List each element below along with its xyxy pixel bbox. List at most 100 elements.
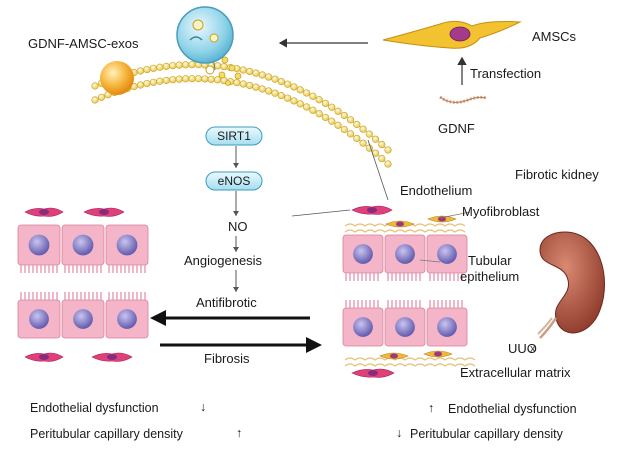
lipid-head — [277, 78, 285, 86]
antifibrotic-label: Antifibrotic — [196, 295, 257, 310]
tubular-nucleus — [29, 309, 49, 329]
tubular-nucleus — [73, 309, 93, 329]
lipid-head — [384, 160, 392, 168]
lipid-head — [258, 85, 266, 93]
lipid-head — [91, 96, 99, 104]
lipid-head — [175, 61, 183, 69]
lipid-head — [220, 63, 228, 71]
lipid-head — [182, 75, 190, 83]
exosome-label: GDNF-AMSC-exos — [28, 36, 139, 51]
lipid-head — [378, 154, 386, 163]
lipid-head — [290, 83, 298, 91]
cell-membrane — [91, 61, 392, 168]
endothelial-nucleus — [39, 209, 49, 215]
enos-pill — [205, 171, 263, 191]
uuo-ligation-mark: x — [530, 343, 536, 355]
lipid-head — [169, 62, 177, 70]
lipid-head — [284, 80, 292, 88]
lipid-head — [365, 130, 373, 138]
lipid-head — [378, 140, 386, 149]
lipid-head — [207, 75, 215, 83]
lipid-head — [175, 75, 183, 83]
myofibroblast-nucleus — [396, 221, 404, 227]
lipid-head — [182, 61, 190, 69]
lipid-head — [143, 79, 151, 88]
transfection-label: Transfection — [470, 66, 542, 81]
lipid-head — [346, 116, 355, 124]
tubular-nucleus — [437, 317, 457, 337]
endothelial-nucleus — [99, 209, 109, 215]
enos-label: eNOS — [217, 174, 251, 188]
lipid-head — [384, 146, 392, 154]
arrow-fibrosis — [160, 337, 322, 353]
lipid-head — [239, 80, 247, 88]
lipid-head — [309, 92, 317, 100]
label-leaders — [419, 211, 471, 263]
lipid-head — [265, 87, 273, 95]
lipid-head — [188, 75, 196, 83]
lipid-head — [315, 110, 323, 118]
lipid-head — [156, 63, 164, 71]
lipid-head — [143, 65, 151, 74]
lipid-head — [296, 100, 304, 108]
lipid-head — [214, 62, 222, 70]
right-density-arrow: ↓ — [396, 426, 403, 440]
lipid-head — [271, 75, 279, 83]
angiogenesis-label: Angiogenesis — [184, 253, 263, 268]
lipid-head — [252, 83, 260, 91]
orange-vesicle — [100, 61, 134, 95]
lipid-head — [149, 78, 158, 86]
lipid-head — [296, 86, 304, 94]
amscs-label: AMSCs — [532, 29, 577, 44]
lipid-head — [334, 107, 342, 115]
lipid-head — [328, 103, 336, 111]
right-dysfunction-text: Endothelial dysfunction — [448, 402, 577, 416]
tubular-nucleus — [395, 244, 415, 264]
gdnf-label: GDNF — [438, 121, 475, 136]
extracellular-matrix-fiber — [344, 229, 466, 233]
lipid-head — [359, 139, 367, 147]
lipid-head — [303, 103, 311, 111]
myofibroblast-label: Myofibroblast — [462, 204, 540, 219]
lipid-head — [371, 135, 380, 143]
tubular-nucleus — [116, 234, 138, 256]
lipid-head — [252, 69, 260, 77]
lipid-head — [258, 71, 266, 79]
lipid-head — [162, 76, 170, 84]
lipid-head — [201, 75, 209, 83]
lipid-head — [136, 81, 145, 89]
tubular-nucleus — [72, 234, 94, 256]
extracellular-matrix-fiber — [344, 363, 476, 367]
tubular-nucleus — [437, 244, 457, 264]
extracellular-matrix-fiber — [344, 357, 476, 361]
tubular-label-line2: epithelium — [460, 269, 520, 284]
lipid-head — [353, 120, 361, 129]
released-vesicles — [218, 56, 242, 86]
lipid-head — [359, 125, 367, 133]
tubular-nucleus — [353, 244, 373, 264]
left-density-text: Peritubular capillary density — [30, 427, 183, 441]
tubular-nucleus — [28, 234, 50, 256]
arrow-antifibrotic — [150, 310, 310, 326]
lipid-head — [340, 125, 348, 134]
lipid-head — [346, 130, 355, 138]
no-label: NO — [228, 219, 248, 234]
lipid-head — [188, 61, 196, 69]
lipid-head — [149, 64, 158, 72]
lipid-head — [246, 81, 254, 90]
lipid-head — [169, 76, 177, 84]
amsc-cell — [382, 20, 522, 49]
lipid-head — [321, 113, 330, 122]
right-dysfunction-arrow: ↑ — [428, 401, 435, 415]
lipid-head — [290, 97, 298, 105]
tubular-nucleus — [117, 309, 137, 329]
fibrosis-label: Fibrosis — [204, 351, 250, 366]
lipid-head — [315, 96, 323, 104]
kidney-icon: x — [530, 231, 605, 355]
membrane-pointer-line — [367, 139, 389, 201]
endothelial-nucleus — [368, 370, 378, 376]
lipid-head — [194, 75, 203, 83]
lipid-head — [309, 106, 317, 114]
lipid-head — [321, 99, 330, 108]
